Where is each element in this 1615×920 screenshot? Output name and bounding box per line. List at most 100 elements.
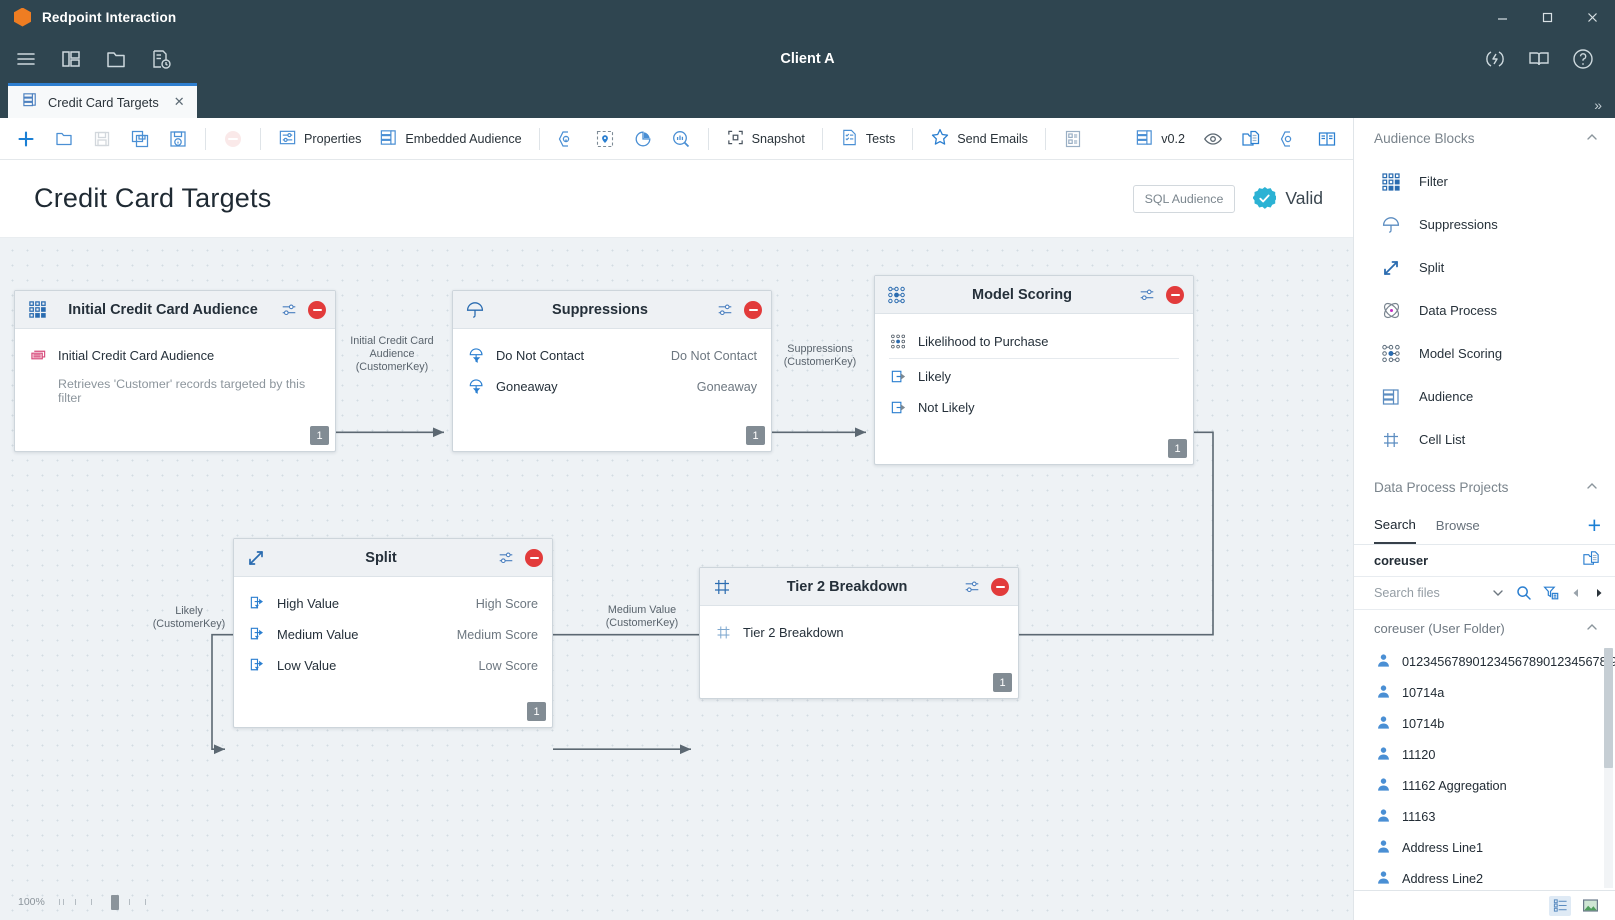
tab-overflow-icon[interactable]: » [1594,97,1602,113]
node-row[interactable]: High Value High Score [248,588,538,619]
node-delete-button[interactable] [525,548,543,567]
chart-button[interactable] [625,123,661,155]
list-item[interactable]: Address Line1 [1354,832,1615,863]
list-item[interactable]: 11120 [1354,739,1615,770]
save-version-button[interactable] [160,123,196,155]
zoom-control[interactable]: 100% [18,894,153,910]
sql-audience-button[interactable]: SQL Audience [1132,184,1236,213]
node-row[interactable]: Likely [889,361,1179,392]
location-button[interactable] [587,123,623,155]
hamburger-menu-icon[interactable] [11,44,41,74]
zoom-slider-handle[interactable] [110,895,119,910]
node-settings-icon[interactable] [278,299,300,321]
minimize-button[interactable] [1480,0,1525,34]
list-item[interactable]: 10714a [1354,677,1615,708]
grid-view-button[interactable] [1055,123,1091,155]
chevron-down-icon[interactable] [1491,586,1505,600]
folder-header[interactable]: coreuser (User Folder) [1354,610,1615,646]
list-view-icon[interactable] [1549,895,1571,916]
snapshot-button[interactable]: Snapshot [718,123,813,155]
node-settings-icon[interactable] [495,547,517,569]
list-item[interactable]: 11162 Aggregation [1354,770,1615,801]
node-row[interactable]: Medium Value Medium Score [248,619,538,650]
zoom-slider[interactable] [53,894,153,910]
list-item[interactable]: 11163 [1354,801,1615,832]
tab-browse[interactable]: Browse [1435,518,1480,533]
list-item[interactable]: 10714b [1354,708,1615,739]
book-view-button[interactable] [1309,123,1345,155]
tab-search[interactable]: Search [1374,507,1416,544]
node-row[interactable]: Tier 2 Breakdown [714,617,1004,648]
list-item[interactable]: Address Line2 [1354,863,1615,890]
flow-node-tier-2-breakdown[interactable]: Tier 2 Breakdown Tier 2 Breakdown [699,567,1019,699]
search-files-row[interactable]: Search files [1354,577,1615,610]
node-settings-icon[interactable] [1136,284,1158,306]
close-icon[interactable]: ✕ [173,94,185,109]
node-delete-button[interactable] [744,300,762,319]
list-item[interactable]: 01234567890123456789012345678 90... [1354,646,1615,677]
book-icon[interactable] [1524,44,1554,74]
block-item-cell-list[interactable]: Cell List [1354,418,1615,461]
save-as-button[interactable] [122,123,158,155]
chevron-up-icon[interactable] [1585,620,1599,637]
help-icon[interactable] [1568,44,1598,74]
data-process-projects-section-header[interactable]: Data Process Projects [1354,467,1615,507]
block-item-audience[interactable]: Audience [1354,375,1615,418]
previous-icon[interactable] [1570,587,1582,599]
node-row[interactable]: Low Value Low Score [248,650,538,681]
node-settings-icon[interactable] [961,576,983,598]
layout-icon[interactable] [56,44,86,74]
new-button[interactable] [8,123,44,155]
flow-node-model-scoring[interactable]: Model Scoring Likelihood to Purchase [874,275,1194,465]
image-view-icon[interactable] [1579,896,1601,916]
copy-folder-icon[interactable] [1582,549,1601,573]
close-button[interactable] [1570,0,1615,34]
flow-node-suppressions[interactable]: Suppressions Do Not Contact Do Not C [452,290,772,452]
block-item-split[interactable]: Split [1354,246,1615,289]
activity-icon[interactable] [1480,44,1510,74]
node-row-header[interactable]: Likelihood to Purchase [889,325,1179,359]
copy-to-folder-button[interactable] [1233,123,1269,155]
add-project-button[interactable]: + [1587,512,1601,538]
flow-node-initial-credit-card-audience[interactable]: Initial Credit Card Audience Initial Cre… [14,290,336,452]
search-files-input[interactable]: Search files [1374,586,1440,600]
analyze-button[interactable] [663,123,699,155]
maximize-button[interactable] [1525,0,1570,34]
node-delete-button[interactable] [308,300,326,319]
tests-button[interactable]: Tests [832,123,903,155]
block-item-suppressions[interactable]: Suppressions [1354,203,1615,246]
tag-info-button[interactable] [1271,123,1307,155]
node-settings-icon[interactable] [714,299,736,321]
save-button[interactable] [84,123,120,155]
node-row[interactable]: Not Likely [889,392,1179,423]
block-item-filter[interactable]: Filter [1354,160,1615,203]
chevron-up-icon[interactable] [1585,130,1599,147]
folder-open-icon[interactable] [101,44,131,74]
open-button[interactable] [46,123,82,155]
scrollbar-track[interactable] [1604,648,1613,888]
version-indicator[interactable]: v0.2 [1127,123,1193,155]
filter-settings-icon[interactable] [1543,585,1559,601]
send-emails-button[interactable]: Send Emails [922,123,1036,155]
node-delete-button[interactable] [991,577,1009,596]
preview-button[interactable] [1195,123,1231,155]
block-item-data-process[interactable]: Data Process [1354,289,1615,332]
tab-credit-card-targets[interactable]: Credit Card Targets ✕ [8,83,197,118]
node-row[interactable]: Initial Credit Card Audience [29,340,321,371]
flow-node-split[interactable]: Split High Value High Score [233,538,553,728]
node-row[interactable]: Goneaway Goneaway [467,371,757,402]
chevron-up-icon[interactable] [1585,479,1599,496]
embedded-audience-button[interactable]: Embedded Audience [371,123,529,155]
tag-button[interactable] [549,123,585,155]
file-list[interactable]: 01234567890123456789012345678 90... 1071… [1354,646,1615,890]
next-icon[interactable] [1593,587,1605,599]
scrollbar-thumb[interactable] [1604,648,1613,768]
delete-button[interactable] [215,123,251,155]
document-history-icon[interactable] [146,44,176,74]
flow-canvas[interactable]: Initial Credit Card Audience Initial Cre… [0,238,1353,920]
audience-blocks-section-header[interactable]: Audience Blocks [1354,118,1615,158]
properties-button[interactable]: Properties [270,123,369,155]
node-delete-button[interactable] [1166,285,1184,304]
block-item-model-scoring[interactable]: Model Scoring [1354,332,1615,375]
search-icon[interactable] [1516,585,1532,601]
